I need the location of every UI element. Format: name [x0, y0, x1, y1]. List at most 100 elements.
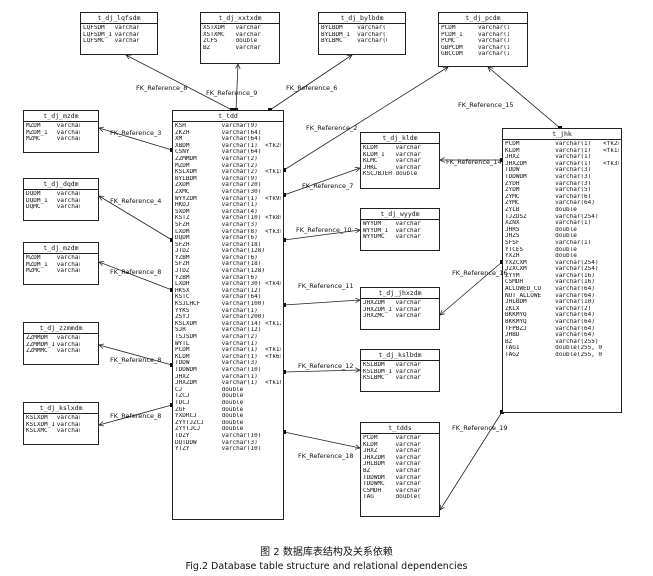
- table-columns: ZZMMDMvarchar(2)ZZMMDM_1varchar(2)ZZMMMC…: [24, 334, 98, 356]
- column-name: LQFSMC: [83, 38, 105, 45]
- column-type: varchar(64): [357, 38, 387, 45]
- column-type: varchar(64): [395, 467, 421, 474]
- table-zzmmdm[interactable]: t_dj_zzmmdmZZMMDMvarchar(2)ZZMMDM_1varch…: [23, 322, 99, 365]
- column-name: YZBM: [175, 274, 190, 281]
- column-type: varchar(1): [555, 147, 592, 154]
- column-name: ZSYJ: [175, 314, 190, 321]
- column-name: LQFSDM_1: [83, 31, 112, 38]
- column-name: MZMC: [26, 268, 41, 275]
- column-name: KSLBDM_1: [363, 368, 392, 375]
- relation-label: FK_Reference_7: [302, 182, 354, 190]
- table-wyydm[interactable]: t_dj_wyydmWYYDMvarchar(1)WYYDM_1varchar(…: [360, 208, 440, 251]
- column-key: [421, 442, 437, 449]
- column-key: [603, 312, 619, 319]
- column-key: [421, 481, 437, 488]
- table-kslxdm[interactable]: t_dj_kslxdmKSLXDMvarchar(2)KSLXDM_1varch…: [23, 402, 99, 445]
- table-jhk[interactable]: t_jhkPCDMvarchar(1)<fk2>KLDMvarchar(1)<f…: [502, 128, 622, 413]
- table-mzdm[interactable]: t_dj_mzdmMZDMvarchar(1)MZDM_1varchar(1)M…: [23, 110, 99, 153]
- column-name: JHXZDM: [505, 160, 527, 167]
- column-type: varchar(3): [221, 221, 258, 228]
- relation-end-square: [282, 303, 286, 307]
- column-name: BYLBDM: [321, 25, 343, 31]
- column-name: XM: [175, 136, 183, 143]
- column-name: ZXMC: [175, 188, 190, 195]
- column-name: ZYMC: [505, 200, 520, 207]
- column-key: [139, 38, 155, 45]
- column-name: KSTZ: [175, 215, 190, 222]
- table-xxtxdm[interactable]: t_dj_xxtxdmXSTXDMvarchar(1)XSTXMCvarchar…: [200, 12, 280, 64]
- column-key: [509, 38, 525, 45]
- column-type: varchar(1): [395, 441, 421, 448]
- column-type: varchar(1): [395, 448, 421, 455]
- column-type: varchar(64): [555, 319, 595, 326]
- column-type: varchar(2): [56, 335, 80, 341]
- column-name: KSJLHCF: [175, 301, 201, 308]
- table-bylbdm[interactable]: t_dj_bylbdmBYLBDMvarchar(1)BYLBDM_1varch…: [318, 12, 406, 55]
- column-name: KSLXDM: [175, 169, 197, 176]
- column-name: SFZH: [175, 241, 190, 248]
- relation-label: FK_Reference_19: [452, 424, 508, 432]
- table-kldm[interactable]: t_dj_kldmKLDMvarchar(1)KLDM_1varchar(1)K…: [360, 132, 440, 189]
- table-columns: MZDMvarchar(1)MZDM_1varchar(1)MZMCvarcha…: [24, 122, 98, 144]
- relation-line-ref3: [99, 128, 173, 151]
- column-key: [421, 152, 437, 159]
- column-name: ZYDH: [505, 180, 520, 187]
- column-name: KSLXMC: [26, 428, 48, 435]
- table-jhxzdm[interactable]: t_dj_jhxzdmJHXZDMvarchar(1)JHXZDM_1varch…: [360, 287, 440, 330]
- table-mzdm2[interactable]: t_dj_mzdmMZDMvarchar(2)MZDM_1varchar(2)M…: [23, 242, 99, 285]
- table-columns: MZDMvarchar(2)MZDM_1varchar(2)MZMCvarcha…: [24, 254, 98, 276]
- column-name: CSNY: [175, 149, 190, 156]
- column-name: BYLBMC: [321, 38, 343, 45]
- column-key: [265, 255, 281, 262]
- column-key: [265, 426, 281, 433]
- relation-label: FK_Reference_18: [298, 452, 354, 460]
- column-key: [603, 260, 619, 267]
- column-key: [603, 154, 619, 161]
- column-key: [603, 220, 619, 227]
- table-pcdm[interactable]: t_dj_pcdmPCDMvarchar(1)PCDM_1varchar(1)P…: [438, 12, 528, 67]
- relation-line-ref8c: [99, 404, 173, 425]
- relation-label: FK_Reference_16: [452, 269, 508, 277]
- relation-label: FK_Reference_4: [110, 197, 162, 205]
- column-type: varchar(1): [221, 142, 258, 149]
- table-kslbdm[interactable]: t_dj_kslbdmKSLBDMvarchar(1)KSLBDM_1varch…: [360, 349, 440, 392]
- column-type: varchar(1): [221, 380, 258, 387]
- column-name: SXDM: [175, 208, 190, 215]
- column-key: [265, 367, 281, 374]
- column-name: JHXZDM_1: [363, 306, 392, 313]
- column-key: [509, 45, 525, 52]
- column-key: [80, 123, 96, 130]
- column-key: [265, 407, 281, 414]
- table-title: t_dj_kslbdm: [361, 350, 439, 361]
- table-lqfsdm[interactable]: t_dj_lqfsdmLQFSDMvarchar(2)LQFSDM_1varch…: [80, 12, 158, 55]
- column-type: varchar(1): [477, 44, 509, 51]
- table-tdds[interactable]: t_tddsPCDMvarchar(1)KLDMvarchar(1)JHXZva…: [360, 422, 440, 517]
- column-key: [603, 273, 619, 280]
- table-dqdm[interactable]: t_dj_dqdmDQDMvarchar(6)DQDM_1varchar(6)D…: [23, 178, 99, 221]
- column-type: varchar(12): [221, 287, 262, 294]
- column-key: [80, 342, 96, 349]
- column-key: [265, 222, 281, 229]
- column-row: MZMCvarchar(2): [26, 136, 96, 143]
- column-name: ZYYTJZCJ: [175, 419, 204, 426]
